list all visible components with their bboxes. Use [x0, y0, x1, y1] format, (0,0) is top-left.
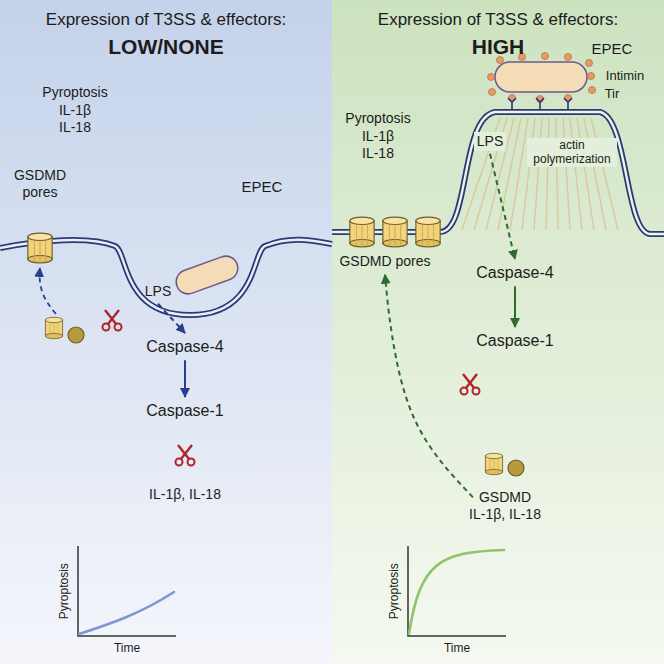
pyroptosis-curve	[79, 592, 174, 634]
cleaved-gsdmd	[508, 460, 524, 476]
pathway-node: GSDMD pores	[6, 166, 74, 202]
pore-insertion-arrow	[40, 268, 56, 314]
arrow-connector	[158, 304, 185, 333]
panel-heading: Expression of T3SS & effectors:	[332, 10, 664, 30]
bacterial-surface-dots	[565, 54, 572, 61]
scissors-icon	[176, 445, 195, 466]
actin-filaments	[534, 118, 542, 230]
tir-receptors	[508, 98, 516, 110]
cell-membrane	[0, 112, 664, 315]
arrow-connector	[514, 286, 516, 327]
bacterial-surface-dots	[589, 87, 596, 94]
gsdmd-pore	[28, 233, 52, 263]
cleaved-gsdmd	[45, 317, 524, 476]
right-panel-fill	[332, 0, 664, 664]
node-label: Caspase-4	[146, 337, 223, 356]
bacterial-surface-dots	[489, 89, 496, 96]
chart-axes	[408, 546, 506, 636]
axis-label: Pyroptosis	[387, 563, 401, 619]
cell-membrane	[332, 112, 664, 234]
left-panel-fill	[0, 0, 332, 664]
scissors-icon	[103, 310, 480, 466]
pathway-node: Caspase-4	[473, 262, 556, 283]
gsdmd-pore	[416, 217, 440, 247]
node-label: GSDMD	[479, 489, 531, 506]
scissors-icon	[103, 310, 122, 331]
pathway-node: Caspase-1	[143, 400, 226, 421]
tir-receptors	[564, 98, 572, 110]
gsdmd-pore	[350, 217, 374, 247]
pore-insertion-arrow	[40, 268, 56, 314]
pyroptosis-curve	[79, 550, 504, 634]
annotation-label: Intimin	[606, 68, 644, 84]
actin-filaments	[563, 118, 570, 230]
arrow-connector	[184, 360, 186, 397]
bacterial-surface-dots	[488, 74, 495, 81]
epec-bacterium	[173, 253, 241, 297]
pathway-node: GSDMD	[476, 488, 534, 507]
pathway-node: Caspase-4	[143, 336, 226, 357]
annotation-label: Time	[444, 641, 470, 655]
annotation-label: IL-18	[59, 119, 91, 136]
epec-bacterium	[173, 62, 587, 297]
pathway-node: LPS	[474, 132, 506, 151]
annotation-label: IL-1β	[362, 128, 394, 145]
node-label: Caspase-1	[146, 401, 223, 420]
node-label: GSDMD pores	[339, 253, 430, 270]
arrow-connector	[385, 275, 473, 498]
annotation-label: Pyroptosis	[345, 110, 410, 127]
pyroptosis-curve	[409, 550, 504, 634]
cleaved-gsdmd	[68, 327, 84, 343]
annotation-label: EPEC	[242, 178, 283, 196]
actin-filaments	[510, 118, 528, 230]
epec-bacterium	[495, 62, 587, 92]
panel-heading: Expression of T3SS & effectors:	[0, 10, 332, 30]
annotation-label: IL-1β, IL-18	[149, 486, 221, 503]
annotation-label: IL-18	[362, 145, 394, 162]
node-label: Caspase-1	[476, 331, 553, 350]
cell-membrane	[332, 112, 664, 234]
actin-filaments	[546, 118, 549, 230]
annotation-label: IL-1β	[59, 102, 91, 119]
annotation-label: Pyroptosis	[42, 84, 107, 101]
axis-label: Pyroptosis	[57, 563, 71, 619]
bacterial-surface-dots	[542, 53, 549, 60]
node-label: GSDMD pores	[9, 167, 71, 201]
cleaved-gsdmd	[45, 317, 62, 338]
annotation-label: Time	[114, 641, 140, 655]
pathway-node: GSDMD pores	[336, 252, 433, 271]
bacterial-surface-dots	[588, 73, 595, 80]
cleaved-gsdmd	[485, 453, 502, 474]
pathway-node: LPS	[142, 282, 174, 301]
pathway-node: Caspase-1	[473, 330, 556, 351]
tir-receptors	[508, 98, 572, 110]
gsdmd-pore	[383, 217, 407, 247]
chart-axes	[78, 546, 176, 636]
annotation-label: IL-1β, IL-18	[469, 506, 541, 523]
actin-filaments	[522, 118, 535, 230]
annotation-label: actin polymerization	[527, 138, 617, 167]
actin-filaments	[577, 118, 594, 230]
node-label: LPS	[477, 133, 503, 150]
arrow-connector	[490, 154, 515, 259]
actin-filaments	[556, 118, 558, 230]
actin-filaments	[462, 118, 618, 230]
bacterial-surface-dots	[586, 60, 593, 67]
annotation-label: EPEC	[592, 40, 633, 58]
node-label: LPS	[145, 283, 171, 300]
chart-axes	[78, 546, 506, 636]
bacterial-surface-dots	[488, 53, 596, 103]
node-label: Caspase-4	[476, 263, 553, 282]
tir-receptors	[536, 98, 544, 110]
expression-level: LOW/NONE	[0, 34, 332, 59]
scissors-icon	[461, 374, 480, 395]
annotation-label: Tir	[605, 86, 620, 102]
